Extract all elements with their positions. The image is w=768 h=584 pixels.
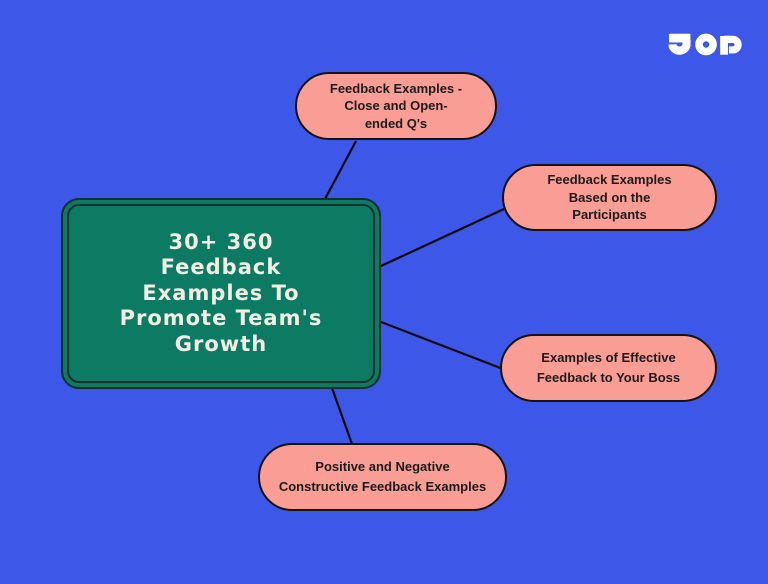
logo-letter-j-hook [668, 40, 691, 55]
branch-node-label-line: Feedback to Your Boss [536, 370, 681, 385]
branch-node-label-line: Constructive Feedback Examples [278, 479, 487, 494]
branch-node-label-line: Positive and Negative [315, 458, 450, 474]
branch-node-label-line: Examples of Effective [541, 349, 676, 365]
logo-letter-p-bowl [724, 35, 742, 54]
connector-line-bottom [330, 387, 354, 445]
central-topic-node[interactable]: 30+ 360 Feedback Examples To Promote Tea… [61, 198, 381, 389]
central-topic-text-line: Promote Team's [119, 306, 323, 331]
central-topic-inner-frame: 30+ 360 Feedback Examples To Promote Tea… [67, 204, 375, 383]
central-topic-text-line: Examples To [142, 280, 300, 305]
branch-node-open-ended-questions[interactable]: Feedback Examples - Close and Open- ende… [295, 72, 497, 140]
branch-node-label-line: Feedback Examples - [329, 80, 463, 96]
branch-node-feedback-to-boss[interactable]: Examples of Effective Feedback to Your B… [500, 334, 717, 402]
branch-node-based-on-participants[interactable]: Feedback Examples Based on the Participa… [502, 164, 717, 231]
branch-node-label-line: ended Q's [364, 115, 428, 131]
connector-line-top [324, 140, 357, 200]
branch-node-label-line: Based on the [568, 189, 651, 205]
logo-letter-o [695, 33, 717, 56]
branch-node-label-line: Participants [572, 207, 647, 223]
connector-line-right-top [380, 208, 505, 267]
connector-line-right-bottom [380, 320, 504, 371]
central-topic-text-line: Feedback [160, 255, 282, 280]
central-topic-text-line: 30+ 360 [168, 229, 274, 254]
central-topic-text-line: Growth [174, 331, 268, 356]
branch-node-label-line: Feedback Examples [547, 172, 672, 188]
branch-node-label-line: Close and Open- [344, 98, 448, 114]
branch-node-constructive-examples[interactable]: Positive and Negative Constructive Feedb… [258, 443, 507, 511]
jop-logo: JOP [668, 33, 742, 56]
